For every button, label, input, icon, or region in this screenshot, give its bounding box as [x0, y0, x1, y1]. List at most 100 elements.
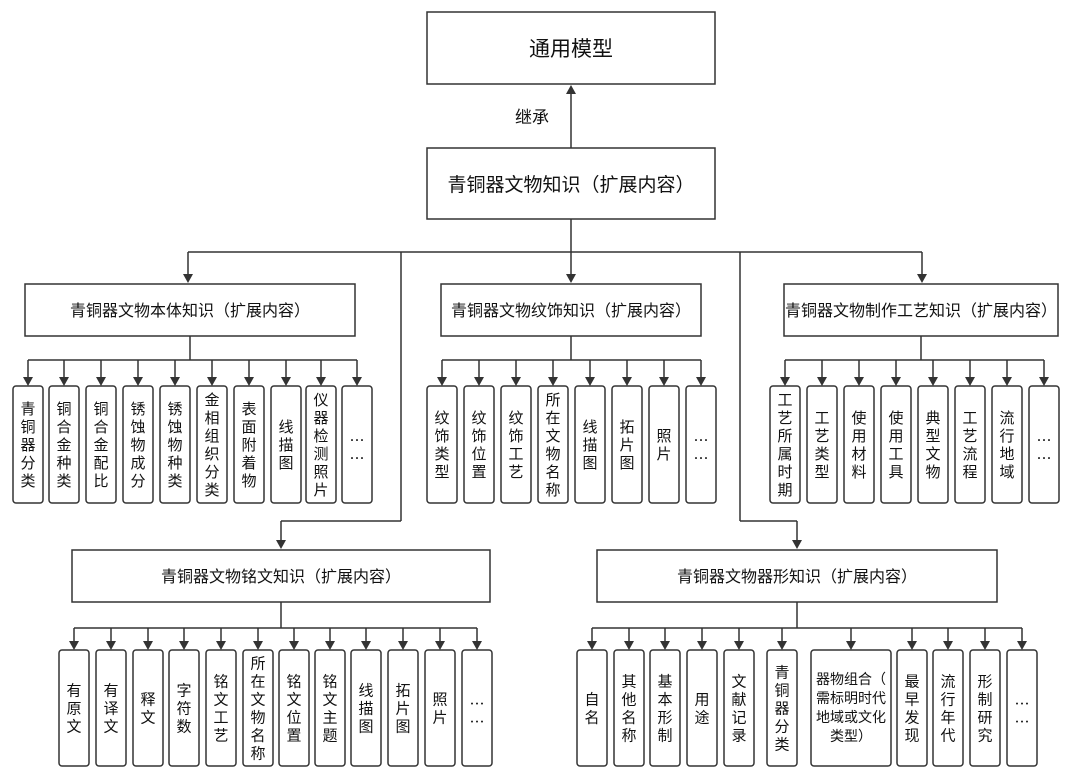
category-header-label: 青铜器文物制作工艺知识（扩展内容） — [785, 301, 1057, 320]
arrow-down — [207, 377, 217, 386]
leaf-node-label: 自名 — [584, 690, 599, 726]
arrow-down — [435, 641, 445, 650]
arrow-down — [253, 641, 263, 650]
leaf-node-box — [95, 649, 127, 767]
arrow-down — [854, 377, 864, 386]
leaf-node-label: 其他名称 — [621, 672, 636, 744]
leaf-node-label: 使用材料 — [851, 409, 866, 481]
leaf-node-label: 有译文 — [103, 681, 118, 735]
leaf-node-box — [48, 385, 80, 504]
category-group-5: 青铜器文物器形知识（扩展内容）自名其他名称基本形制用途文献记录青铜器分类器物组合… — [576, 549, 1038, 767]
leaf-node-label: 铜合金种类 — [56, 400, 71, 490]
category-header-box — [440, 283, 702, 337]
leaf-node-box — [1028, 385, 1060, 504]
leaf-node-box — [242, 649, 274, 767]
leaf-node-label: …… — [694, 427, 709, 463]
arrow-down — [660, 641, 670, 650]
category-header-label: 青铜器文物铭文知识（扩展内容） — [161, 567, 401, 586]
arrow-down — [352, 377, 362, 386]
leaf-node-box — [769, 385, 801, 504]
leaf-node-label: 工艺类型 — [814, 409, 829, 481]
arrow-down — [780, 377, 790, 386]
leaf-node-label: 用途 — [694, 690, 709, 726]
leaf-node-label: 线描图 — [582, 418, 597, 472]
leaf-node-box — [85, 385, 117, 504]
leaf-node-box — [685, 385, 717, 504]
arrow-down — [697, 641, 707, 650]
leaf-node-label: 典型文物 — [925, 409, 940, 481]
arrow-down — [817, 377, 827, 386]
leaf-node-label: 铭文位置 — [286, 672, 301, 744]
arrow-up — [566, 85, 576, 94]
leaf-node-box — [122, 385, 154, 504]
leaf-node-label: 青铜器分类 — [20, 400, 35, 490]
leaf-node-box — [278, 649, 310, 767]
leaf-node-label: …… — [1015, 690, 1030, 726]
leaf-node-box — [991, 385, 1023, 504]
leaf-node-box — [611, 385, 643, 504]
arrow-down — [361, 641, 371, 650]
leaf-node-box — [305, 385, 337, 504]
leaf-node-box — [341, 385, 373, 504]
leaf-node-box — [648, 385, 680, 504]
root-node-label: 通用模型 — [529, 37, 613, 61]
leaf-node-label: 基本形制 — [657, 672, 672, 744]
arrow-down — [566, 274, 576, 283]
leaf-node-label: 线描图 — [358, 681, 373, 735]
arrow-down — [907, 641, 917, 650]
leaf-node-label: 照片 — [656, 427, 671, 463]
leaf-node-label: 铭文工艺 — [213, 672, 228, 744]
arrow-down — [1002, 377, 1012, 386]
category-header-box — [596, 549, 998, 603]
leaf-node-box — [314, 649, 346, 767]
arrow-down — [437, 377, 447, 386]
leaf-node-box — [723, 649, 755, 767]
leaf-node-label: 线描图 — [278, 418, 293, 472]
leaf-node-box — [954, 385, 986, 504]
arrow-down — [891, 377, 901, 386]
arrow-down — [106, 641, 116, 650]
leaf-node-box — [159, 385, 191, 504]
leaf-node-box — [196, 385, 228, 504]
arrow-down — [943, 641, 953, 650]
category-group-3: 青铜器文物制作工艺知识（扩展内容）工艺所属时期工艺类型使用材料使用工具典型文物工… — [769, 283, 1060, 504]
arrow-down — [276, 540, 286, 549]
category-header-box — [71, 549, 491, 603]
leaf-node-label: 纹饰工艺 — [508, 409, 523, 481]
leaf-node-box — [537, 385, 569, 504]
leaf-node-box — [917, 385, 949, 504]
leaf-node-box — [233, 385, 265, 504]
leaf-node-box — [387, 649, 419, 767]
center-node-label: 青铜器文物知识（扩展内容） — [447, 174, 694, 196]
leaf-node-label: 纹饰位置 — [471, 409, 486, 481]
leaf-node-label: 有原文 — [66, 681, 81, 735]
leaf-node-label: 所在文物名称 — [250, 654, 265, 762]
leaf-node-box — [270, 385, 302, 504]
arrow-down — [622, 377, 632, 386]
leaf-node-label: 表面附着物 — [241, 400, 256, 490]
arrow-down — [216, 641, 226, 650]
arrow-down — [777, 641, 787, 650]
connector-lines — [23, 85, 1049, 650]
category-group-2: 青铜器文物纹饰知识（扩展内容）纹饰类型纹饰位置纹饰工艺所在文物名称线描图拓片图照… — [426, 283, 717, 504]
leaf-node-label: 器物组合（需标明时代地域或文化类型） — [816, 672, 886, 745]
category-group-1: 青铜器文物本体知识（扩展内容）青铜器分类铜合金种类铜合金配比锈蚀物成分锈蚀物种类… — [12, 283, 373, 504]
leaf-node-label: 铭文主题 — [322, 672, 337, 744]
leaf-node-box — [843, 385, 875, 504]
leaf-node-box — [426, 385, 458, 504]
category-groups: 青铜器文物本体知识（扩展内容）青铜器分类铜合金种类铜合金配比锈蚀物成分锈蚀物种类… — [12, 283, 1060, 767]
arrow-down — [96, 377, 106, 386]
arrow-down — [474, 377, 484, 386]
leaf-node-label: 所在文物名称 — [545, 391, 560, 499]
arrow-down — [281, 377, 291, 386]
leaf-node-box — [58, 649, 90, 767]
arrow-down — [624, 641, 634, 650]
leaf-node-label: 照片 — [432, 690, 447, 726]
inherit-label: 继承 — [515, 108, 549, 128]
leaf-node-label: 拓片图 — [395, 681, 410, 735]
leaf-node-box — [205, 649, 237, 767]
arrow-down — [179, 641, 189, 650]
leaf-node-label: …… — [1037, 427, 1052, 463]
leaf-node-box — [12, 385, 44, 504]
